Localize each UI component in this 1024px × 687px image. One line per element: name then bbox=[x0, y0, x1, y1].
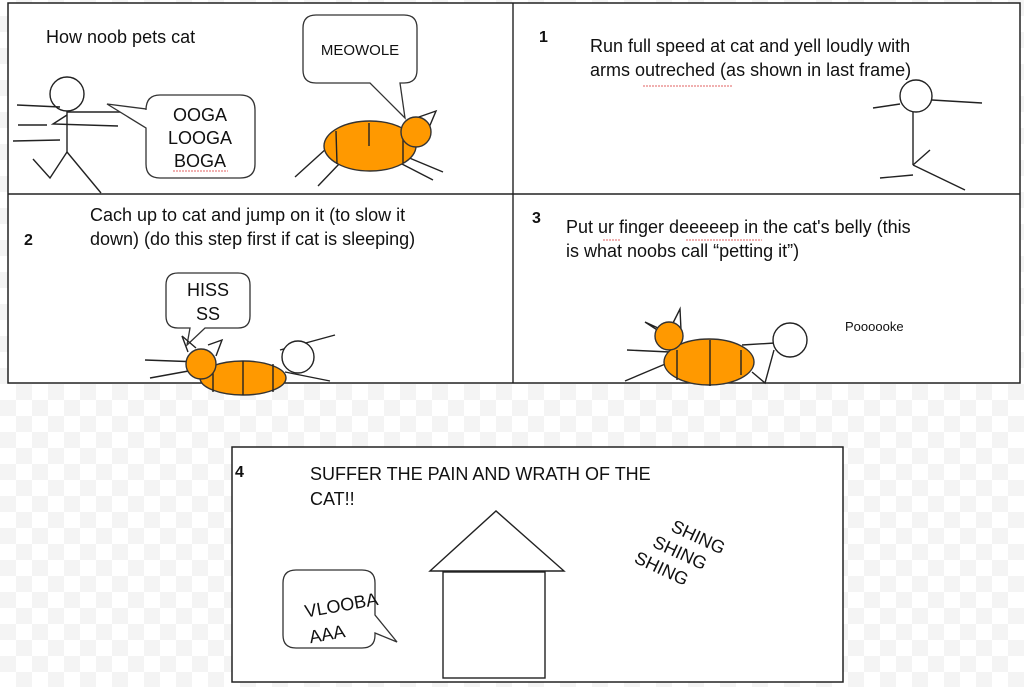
sound-effect-poke: Poooooke bbox=[845, 319, 904, 334]
intro-title: How noob pets cat bbox=[46, 27, 195, 47]
step-text-line: CAT!! bbox=[310, 489, 355, 509]
step-text-line: Run full speed at cat and yell loudly wi… bbox=[590, 36, 910, 56]
stick-figure-arms-out bbox=[872, 79, 983, 191]
cat-being-poked bbox=[624, 306, 808, 386]
speech-bubble-meowole bbox=[302, 14, 418, 120]
step-text-line: is what noobs call “petting it”) bbox=[566, 241, 799, 261]
step-number: 2 bbox=[24, 232, 33, 249]
bubble-line: LOOGA bbox=[168, 128, 232, 148]
speech-bubble-hiss bbox=[165, 272, 251, 347]
speech-bubble-vlooba bbox=[282, 569, 398, 649]
step-text-line: SUFFER THE PAIN AND WRATH OF THE bbox=[310, 464, 651, 484]
step-text-line: down) (do this step first if cat is slee… bbox=[90, 229, 415, 249]
panel-step3: 3 Put ur finger deeeeep in the cat's bel… bbox=[532, 210, 911, 386]
speech-bubble-ooga bbox=[106, 94, 256, 179]
house-drawing bbox=[428, 510, 566, 679]
stick-figure-running bbox=[12, 76, 145, 194]
bubble-line: SS bbox=[196, 304, 220, 324]
panel-step1: 1 Run full speed at cat and yell loudly … bbox=[539, 29, 983, 191]
step-number: 4 bbox=[235, 464, 244, 481]
cat-drawing bbox=[294, 109, 444, 187]
panel-intro: How noob pets cat OOGA LOOGA BOGA MEOWOL… bbox=[12, 14, 444, 194]
bubble-line: HISS bbox=[187, 280, 229, 300]
bubble-line: BOGA bbox=[174, 151, 226, 171]
bubble-line: OOGA bbox=[173, 105, 227, 125]
step-number: 3 bbox=[532, 210, 541, 227]
panel-step2: 2 Cach up to cat and jump on it (to slow… bbox=[24, 205, 415, 396]
step-text-line: Cach up to cat and jump on it (to slow i… bbox=[90, 205, 405, 225]
cat-with-person-on-top bbox=[144, 334, 336, 396]
step-text-line: arms outreched (as shown in last frame) bbox=[590, 60, 911, 80]
step-text-line: Put ur finger deeeeep in the cat's belly… bbox=[566, 217, 911, 237]
bubble-text: MEOWOLE bbox=[321, 42, 399, 59]
panel-step4: 4 SUFFER THE PAIN AND WRATH OF THE CAT!!… bbox=[235, 464, 728, 679]
step-number: 1 bbox=[539, 29, 548, 46]
